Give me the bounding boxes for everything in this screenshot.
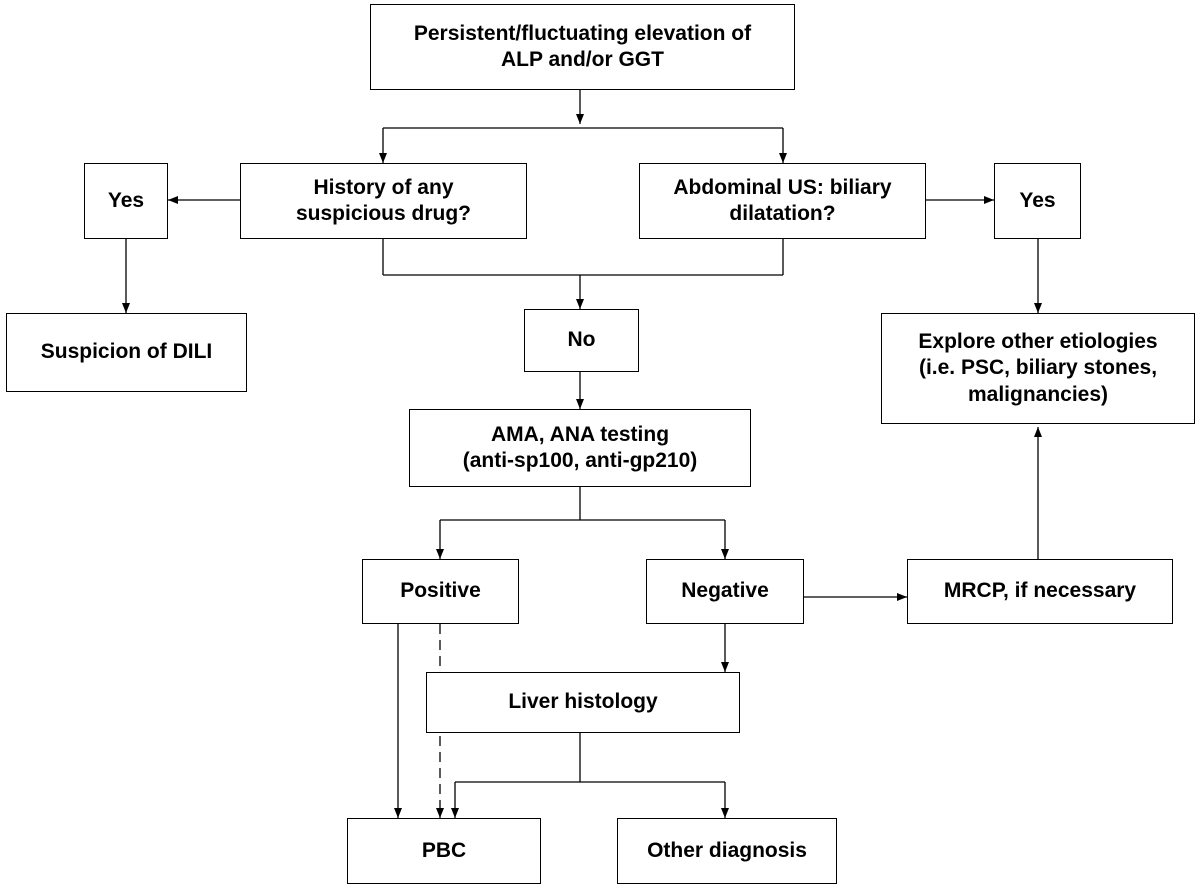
negative-node: Negative: [646, 559, 804, 624]
drug-history-label: History of any suspicious drug?: [295, 175, 471, 225]
abdominal-us-label: Abdominal US: biliary dilatation?: [673, 175, 892, 225]
positive-label: Positive: [400, 579, 481, 603]
yes-left-label: Yes: [107, 188, 145, 212]
yes-right-label: Yes: [1019, 188, 1056, 212]
other-etiologies-label: Explore other etiologies (i.e. PSC, bili…: [918, 330, 1158, 406]
other-diagnosis-label: Other diagnosis: [647, 838, 807, 862]
no-label: No: [567, 328, 596, 352]
antibody-testing-node: AMA, ANA testing (anti-sp100, anti-gp210…: [409, 409, 751, 487]
yes-right-node: Yes: [994, 163, 1081, 239]
positive-node: Positive: [362, 559, 519, 624]
abdominal-us-node: Abdominal US: biliary dilatation?: [639, 163, 926, 239]
antibody-testing-label: AMA, ANA testing (anti-sp100, anti-gp210…: [462, 422, 698, 472]
pbc-label: PBC: [421, 838, 467, 862]
drug-history-node: History of any suspicious drug?: [240, 163, 527, 239]
start-node: Persistent/fluctuating elevation of ALP …: [370, 4, 795, 90]
dili-label: Suspicion of DILI: [40, 340, 213, 364]
negative-label: Negative: [681, 579, 769, 603]
mrcp-label: MRCP, if necessary: [943, 579, 1137, 603]
other-etiologies-node: Explore other etiologies (i.e. PSC, bili…: [881, 313, 1195, 424]
pbc-node: PBC: [347, 818, 541, 884]
liver-histology-node: Liver histology: [426, 672, 740, 733]
start-label: Persistent/fluctuating elevation of ALP …: [413, 21, 752, 71]
dili-node: Suspicion of DILI: [6, 313, 247, 392]
liver-histology-label: Liver histology: [508, 690, 658, 714]
no-node: No: [524, 309, 639, 372]
yes-left-node: Yes: [84, 163, 168, 239]
other-diagnosis-node: Other diagnosis: [617, 818, 837, 884]
mrcp-node: MRCP, if necessary: [907, 559, 1173, 624]
